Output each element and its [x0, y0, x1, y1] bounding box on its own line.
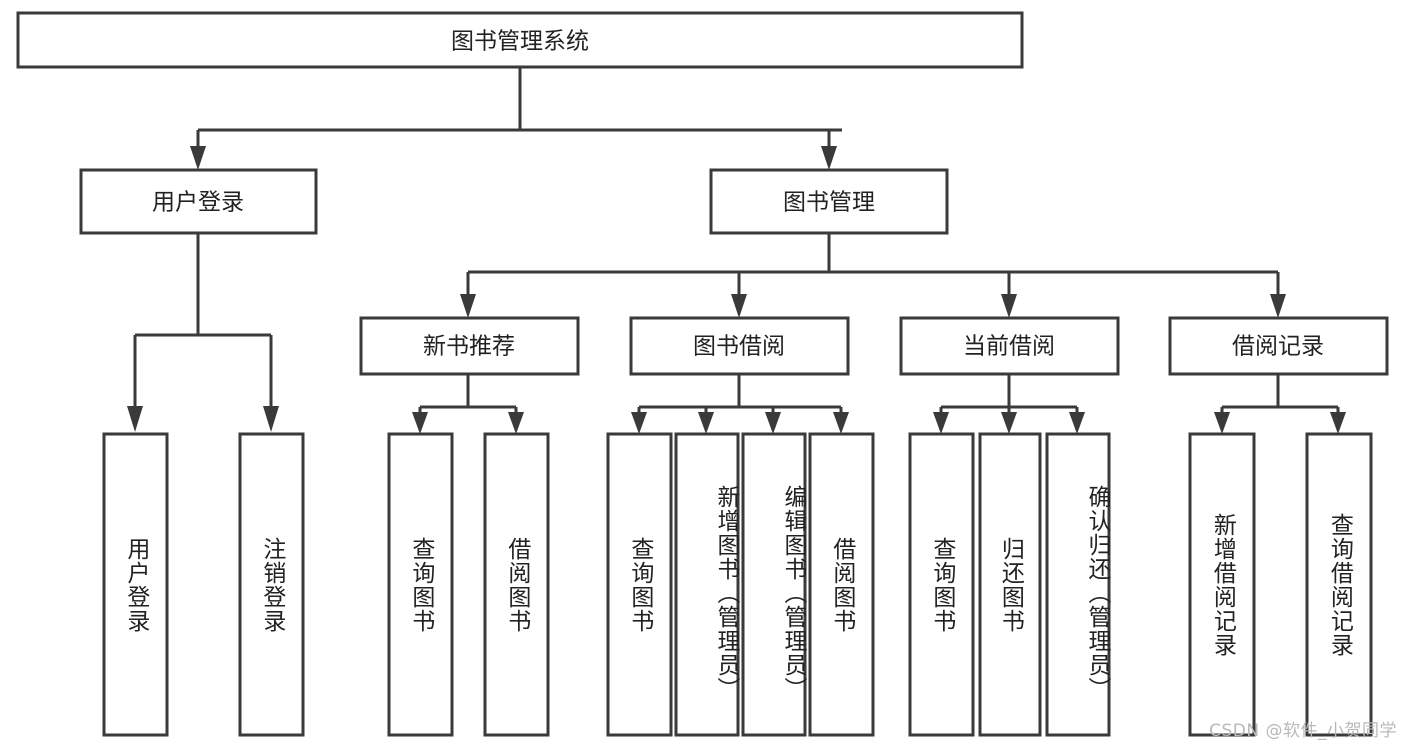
node-box-leaf-return-book[interactable] — [978, 432, 1042, 737]
node-box-root[interactable] — [16, 11, 1024, 69]
node-box-leaf-borrow-book-2[interactable] — [808, 432, 875, 737]
node-box-current-borrow[interactable] — [899, 316, 1120, 376]
connector-current-borrow-to-leaves — [933, 374, 1085, 434]
node-box-book-management[interactable] — [709, 168, 949, 235]
node-box-book-borrow[interactable] — [629, 316, 850, 376]
node-box-new-book-recommend[interactable] — [359, 316, 580, 376]
node-box-borrow-record[interactable] — [1168, 316, 1389, 376]
connector-book-management-to-level3 — [460, 233, 1286, 318]
node-label-root: 图书管理系统 — [451, 29, 589, 55]
node-box-leaf-add-book[interactable] — [674, 432, 740, 737]
node-label-new-book-recommend: 新书推荐 — [423, 334, 515, 360]
node-box-leaf-borrow-book-1[interactable] — [483, 432, 550, 737]
node-box-leaf-user-login[interactable] — [102, 432, 169, 737]
node-box-leaf-query-book-1[interactable] — [387, 432, 454, 737]
node-label-borrow-record: 借阅记录 — [1232, 334, 1324, 360]
node-box-leaf-query-book-3[interactable] — [908, 432, 975, 737]
node-label-current-borrow: 当前借阅 — [963, 334, 1055, 360]
connector-user-login-to-leaves — [127, 233, 279, 432]
connector-borrow-record-to-leaves — [1214, 374, 1346, 434]
csdn-watermark: CSDN @软件_小贺同学 — [1209, 721, 1397, 741]
node-box-leaf-add-borrow-record[interactable] — [1188, 432, 1256, 737]
node-box-leaf-query-borrow-record[interactable] — [1305, 432, 1373, 737]
node-box-leaf-confirm-return[interactable] — [1045, 432, 1111, 737]
node-box-leaf-query-book-2[interactable] — [606, 432, 673, 737]
connector-root-to-level2 — [190, 67, 842, 170]
node-label-book-management: 图书管理 — [783, 190, 875, 216]
node-label-book-borrow: 图书借阅 — [693, 334, 785, 360]
connector-book-borrow-to-leaves — [631, 374, 849, 434]
node-label-user-login: 用户登录 — [152, 190, 244, 216]
connector-new-book-recommend-to-leaves — [412, 374, 524, 434]
node-box-user-login[interactable] — [79, 168, 318, 235]
node-box-leaf-edit-book[interactable] — [741, 432, 807, 737]
node-box-leaf-logout-login[interactable] — [238, 432, 305, 737]
